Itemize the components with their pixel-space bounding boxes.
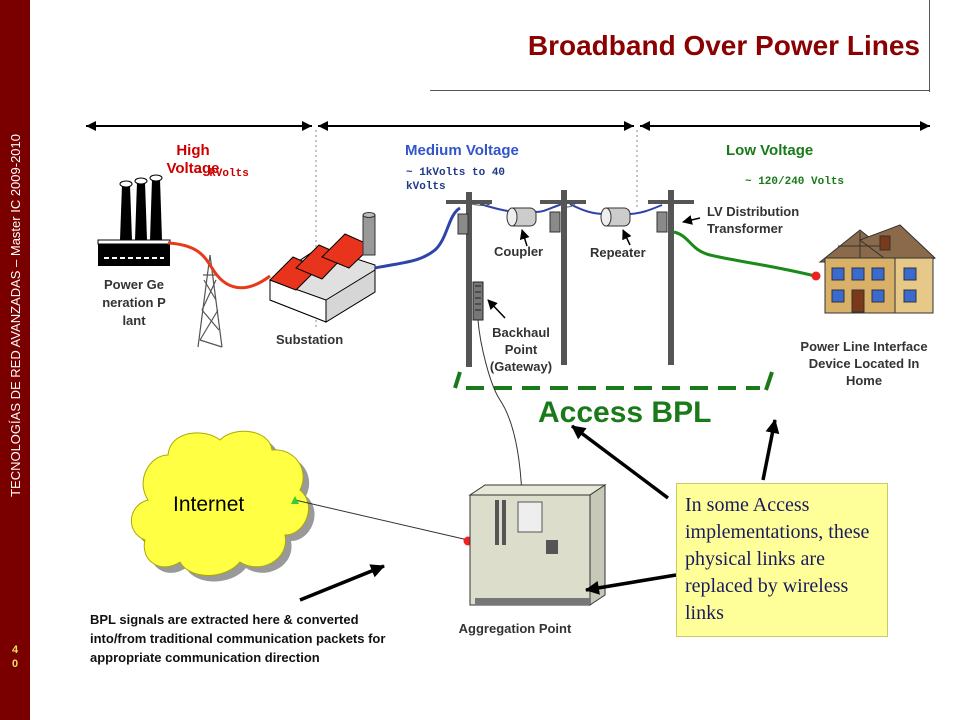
slide-title: Broadband Over Power Lines [527, 30, 920, 61]
transmission-tower-icon [197, 254, 223, 348]
power-line-interface-label: Power Line Interface Device Located In H… [800, 339, 928, 388]
title-vertical-rule [929, 0, 930, 92]
repeater-label: Repeater [590, 245, 646, 260]
internet-port-marker [291, 496, 299, 504]
house-icon [818, 224, 936, 314]
arrow-to-internet-link [299, 564, 385, 602]
sidebar: TECNOLOGÍAS DE RED AVANZADAS – Master IC… [0, 0, 30, 720]
power-plant-icon [97, 174, 171, 266]
arrow-to-access-bpl [570, 424, 670, 500]
low-voltage-label: Low Voltage [726, 142, 814, 159]
medium-voltage-value: ~ 1kVolts to 40 kVolts [406, 167, 506, 193]
backhaul-cable [477, 319, 523, 497]
medium-voltage-label: Medium Voltage [405, 142, 519, 159]
substation-label: Substation [276, 332, 344, 347]
home-interface-dot [811, 271, 821, 281]
utility-pole-3 [648, 190, 694, 365]
wireless-note-box: In some Access implementations, these ph… [676, 483, 888, 637]
bpl-signals-caption: BPL signals are extracted here & convert… [90, 612, 386, 665]
internet-link [294, 499, 469, 541]
title-horizontal-rule [430, 90, 930, 91]
high-voltage-label: High Voltage [166, 142, 220, 177]
power-plant-label: Power Generation Plant [102, 277, 166, 328]
high-voltage-line [167, 241, 271, 290]
substation-icon [269, 212, 376, 323]
page-number: 40 [0, 643, 30, 671]
aggregation-cabinet-icon [468, 484, 607, 606]
low-voltage-line [673, 230, 816, 278]
lv-transformer-label: LV Distribution Transformer [707, 204, 800, 236]
utility-pole-2 [540, 190, 586, 365]
arrow-to-aggregation [585, 573, 677, 595]
access-bpl-label: Access BPL [538, 396, 712, 429]
high-voltage-value: ~ kVolts [196, 168, 249, 180]
internet-label: Internet [173, 493, 245, 516]
aggregation-label: Aggregation Point [458, 621, 572, 636]
backhaul-label: Backhaul Point (Gateway) [489, 325, 553, 374]
coupler-label: Coupler [494, 244, 544, 259]
access-bpl-boundary [453, 371, 774, 391]
repeater-icon [600, 207, 631, 227]
coupler-icon [506, 207, 537, 227]
arrow-to-home-link [761, 419, 780, 481]
medium-voltage-line [374, 206, 461, 270]
page-number-text: 40 [11, 644, 19, 670]
internet-cloud-icon [130, 430, 315, 582]
low-voltage-value: ~ 120/240 Volts [745, 176, 845, 188]
